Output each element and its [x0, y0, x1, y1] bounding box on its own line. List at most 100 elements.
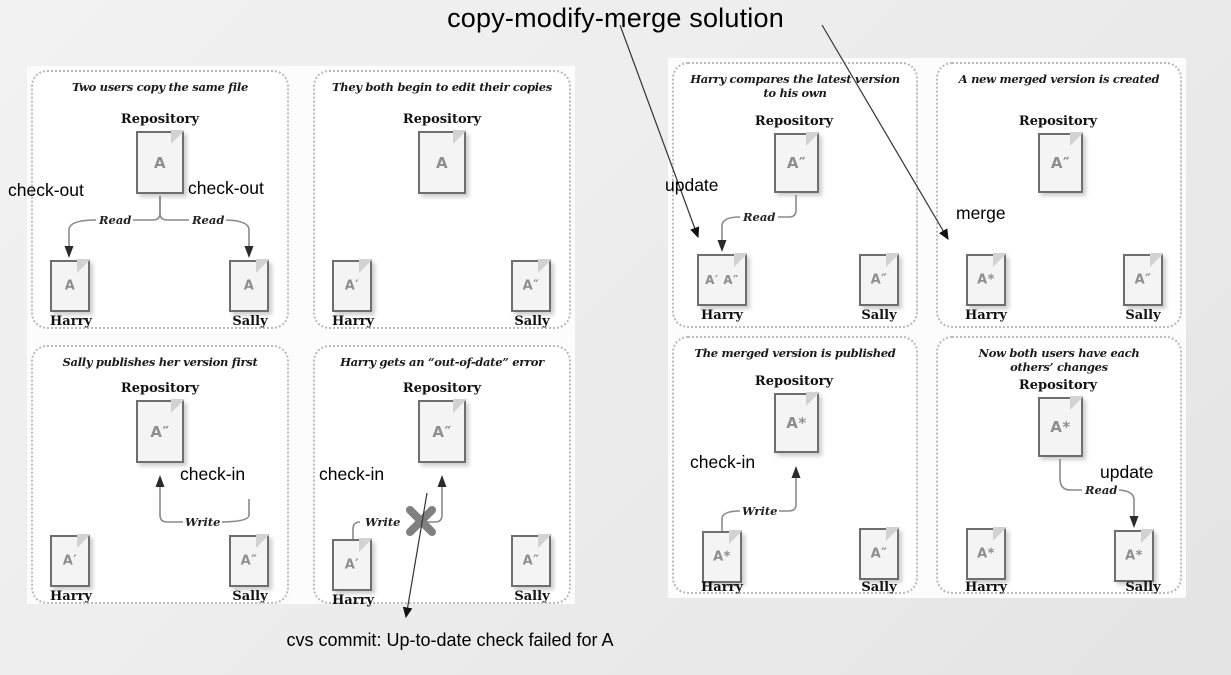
sally-caption: Sally: [861, 580, 897, 595]
harry-caption: Harry: [332, 593, 374, 608]
harry-caption: Harry: [965, 308, 1007, 323]
connector-wires: [721, 466, 801, 531]
document-label: A′: [344, 557, 360, 573]
sally-document: A″: [859, 253, 900, 306]
sally-caption: Sally: [514, 589, 550, 604]
repository-document: A″: [774, 132, 820, 193]
harry-document: A′: [50, 534, 91, 587]
panel-title-line2: to his own: [763, 85, 827, 100]
annotation-merge-p6: merge: [956, 203, 1006, 223]
sally-document: A″: [511, 534, 552, 587]
document-label: A*: [977, 546, 995, 562]
document-label: A″: [870, 272, 888, 288]
repository-caption: Repository: [402, 112, 482, 127]
panel-both-edit-copies: They both begin to edit their copies Rep…: [313, 70, 571, 329]
error-caption: cvs commit: Up-to-date check failed for …: [286, 630, 614, 650]
connector-label-read: Read: [741, 210, 778, 224]
document-label: A′ A″: [705, 273, 739, 287]
harry-document: A*: [966, 253, 1007, 306]
document-label: A*: [1125, 548, 1143, 564]
document-label: A″: [240, 553, 258, 569]
repository-document: A*: [1038, 396, 1084, 457]
panel-both-users-have-changes: Now both users have each others’ changes…: [936, 336, 1182, 595]
panel-harry-out-of-date-error: Harry gets an “out-of-date” error Reposi…: [313, 345, 571, 608]
panel-title: They both begin to edit their copies: [332, 80, 552, 94]
harry-document: A′: [332, 538, 373, 591]
repository-document: A″: [418, 399, 467, 463]
document-label: A″: [150, 422, 170, 441]
harry-document: A′: [332, 259, 373, 312]
panel-merged-version-published: The merged version is published Reposito…: [672, 336, 918, 595]
connector-label-write: Write: [363, 515, 403, 529]
connector-wires: [155, 475, 250, 523]
annotation-update-p5: update: [665, 175, 719, 195]
annotation-update-p8: update: [1100, 462, 1154, 482]
document-label: A″: [1134, 272, 1152, 288]
document-label: A*: [786, 414, 807, 432]
annotation-check-in-p7: check-in: [690, 452, 756, 472]
harry-caption: Harry: [50, 589, 92, 604]
annotation-check-out-left: check-out: [8, 180, 84, 200]
harry-caption: Harry: [701, 308, 743, 323]
panel-title-line2: others’ changes: [1010, 359, 1108, 374]
document-label: A″: [432, 422, 452, 441]
right-diagram-group: Harry compares the latest version to his…: [668, 58, 1186, 598]
document-label: A″: [522, 553, 540, 569]
panel-title: The merged version is published: [694, 346, 896, 360]
panel-title: Harry gets an “out-of-date” error: [340, 355, 544, 369]
connector-label-read-left: Read: [97, 213, 134, 227]
harry-document: A: [50, 259, 91, 312]
sally-caption: Sally: [232, 314, 268, 329]
harry-caption: Harry: [965, 580, 1007, 595]
sally-document: A*: [1114, 529, 1155, 582]
connector-wires: [717, 195, 797, 252]
document-label: A: [435, 153, 449, 172]
connector-label-read: Read: [1083, 483, 1120, 497]
sally-document: A: [229, 259, 270, 312]
sally-caption: Sally: [232, 589, 268, 604]
panel-title-line1: Now both users have each: [978, 346, 1140, 360]
document-label: A*: [977, 272, 995, 288]
repository-document: A: [418, 130, 467, 194]
document-label: A: [153, 153, 167, 172]
repository-document: A: [136, 130, 185, 194]
harry-caption: Harry: [701, 580, 743, 595]
document-label: A″: [870, 546, 888, 562]
panel-sally-publishes-first: Sally publishes her version first Reposi…: [31, 345, 289, 604]
harry-document: A′ A″: [697, 253, 748, 306]
harry-caption: Harry: [50, 314, 92, 329]
repository-caption: Repository: [1018, 114, 1098, 129]
sally-document: A″: [229, 534, 270, 587]
sally-caption: Sally: [1125, 308, 1161, 323]
sally-document: A″: [1123, 253, 1164, 306]
repository-document: A″: [136, 399, 185, 463]
page-title: copy-modify-merge solution: [447, 3, 784, 33]
document-label: A′: [344, 278, 360, 294]
document-label: A″: [786, 154, 807, 172]
connector-label-read-right: Read: [190, 213, 227, 227]
document-label: A′: [62, 553, 78, 569]
repository-caption: Repository: [402, 381, 482, 396]
sally-caption: Sally: [1125, 580, 1161, 595]
document-label: A*: [713, 549, 731, 565]
harry-document: A*: [966, 527, 1007, 580]
document-label: A: [243, 278, 255, 294]
document-label: A″: [1050, 154, 1071, 172]
repository-caption: Repository: [754, 374, 834, 389]
repository-caption: Repository: [754, 114, 834, 129]
connector-label-write: Write: [183, 515, 223, 529]
repository-caption: Repository: [120, 112, 200, 127]
blocked-x-icon: [406, 506, 436, 536]
repository-document: A*: [774, 392, 820, 453]
sally-document: A″: [859, 527, 900, 580]
panel-title: A new merged version is created: [958, 72, 1160, 86]
annotation-check-in-p4: check-in: [319, 464, 385, 484]
panel-title: Sally publishes her version first: [62, 355, 258, 369]
sally-caption: Sally: [861, 308, 897, 323]
document-label: A″: [522, 278, 540, 294]
panel-new-merged-version: A new merged version is created Reposito…: [936, 62, 1182, 328]
annotation-check-out-right: check-out: [188, 178, 264, 198]
connector-label-write: Write: [740, 504, 780, 518]
left-diagram-group: Two users copy the same file Repository …: [27, 66, 575, 608]
document-label: A*: [1050, 418, 1071, 436]
